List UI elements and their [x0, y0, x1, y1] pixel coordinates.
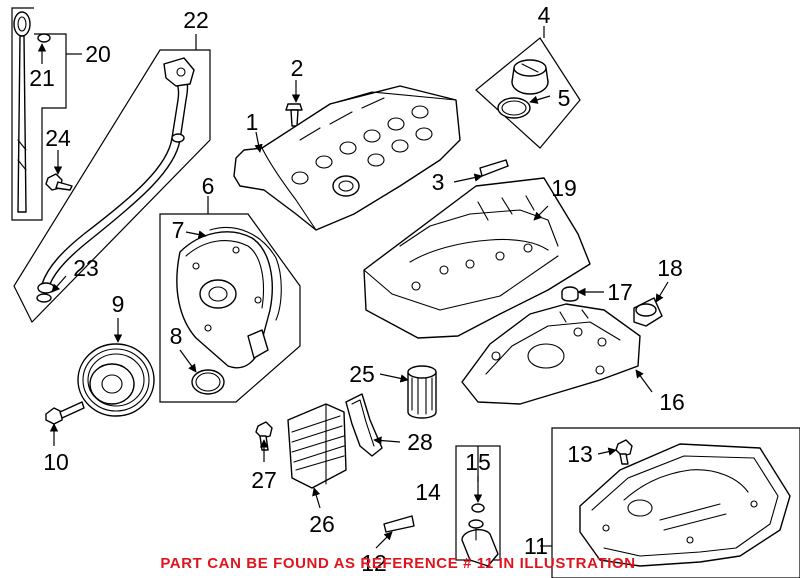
callout-labels: 1 2 3 4 5 6 7 8 9 10 11 12 13 14 15 16 1… — [29, 2, 685, 576]
callout-6: 6 — [202, 173, 215, 199]
oil-pan-upper — [461, 303, 641, 405]
gasket-7 — [209, 226, 282, 321]
valve-cover — [233, 85, 461, 231]
seal-15 — [471, 503, 485, 513]
callout-10: 10 — [43, 449, 69, 475]
callout-22: 22 — [183, 7, 209, 33]
callout-7: 7 — [172, 217, 185, 243]
callout-1: 1 — [246, 109, 259, 135]
bolt-2 — [285, 103, 303, 127]
bolt-13 — [615, 439, 633, 465]
callout-13: 13 — [567, 441, 593, 467]
callout-20: 20 — [85, 41, 111, 67]
callout-23: 23 — [73, 255, 99, 281]
plug-17 — [561, 286, 579, 302]
group-box-22 — [13, 49, 211, 324]
callout-8: 8 — [170, 323, 183, 349]
dipstick — [13, 11, 31, 213]
oil-filler-cap — [511, 59, 549, 95]
callout-11: 11 — [524, 533, 548, 559]
callout-2: 2 — [291, 55, 304, 81]
reference-notice: PART CAN BE FOUND AS REFERENCE # 11 IN I… — [160, 555, 635, 572]
guide-tube — [36, 57, 195, 303]
callout-25: 25 — [349, 361, 375, 387]
callout-21: 21 — [29, 65, 55, 91]
oil-cooler — [287, 403, 347, 489]
callout-26: 26 — [309, 511, 335, 537]
callout-17: 17 — [607, 279, 633, 305]
timing-cover — [176, 231, 273, 369]
sensor-3 — [479, 159, 509, 177]
callout-9: 9 — [112, 291, 125, 317]
oil-level-sensor — [461, 519, 499, 567]
bolt-24 — [45, 173, 73, 191]
callout-5: 5 — [558, 85, 571, 111]
callout-16: 16 — [659, 389, 685, 415]
callout-14: 14 — [415, 479, 441, 505]
callout-24: 24 — [45, 125, 71, 151]
callout-4: 4 — [538, 2, 551, 28]
callout-19: 19 — [551, 175, 577, 201]
group-box-6 — [159, 213, 301, 403]
group-box-20 — [11, 7, 67, 221]
callout-18: 18 — [657, 255, 683, 281]
cap-18 — [633, 297, 663, 327]
callout-12: 12 — [361, 550, 387, 576]
callout-28: 28 — [407, 429, 433, 455]
oil-pan — [579, 443, 791, 567]
group-box-4 — [475, 37, 581, 149]
oil-filter — [407, 365, 437, 419]
bolt-10 — [45, 401, 85, 425]
gasket-28 — [345, 393, 383, 457]
sensor-12 — [383, 515, 415, 533]
callout-15: 15 — [465, 449, 491, 475]
callout-27: 27 — [251, 467, 277, 493]
group-box-11 — [551, 427, 800, 578]
seal-8 — [191, 369, 225, 395]
callout-3: 3 — [432, 169, 445, 195]
cap-seal-5 — [497, 97, 531, 119]
leader-lines — [37, 26, 669, 549]
seal-21 — [37, 33, 51, 43]
crankshaft-pulley — [77, 343, 155, 417]
